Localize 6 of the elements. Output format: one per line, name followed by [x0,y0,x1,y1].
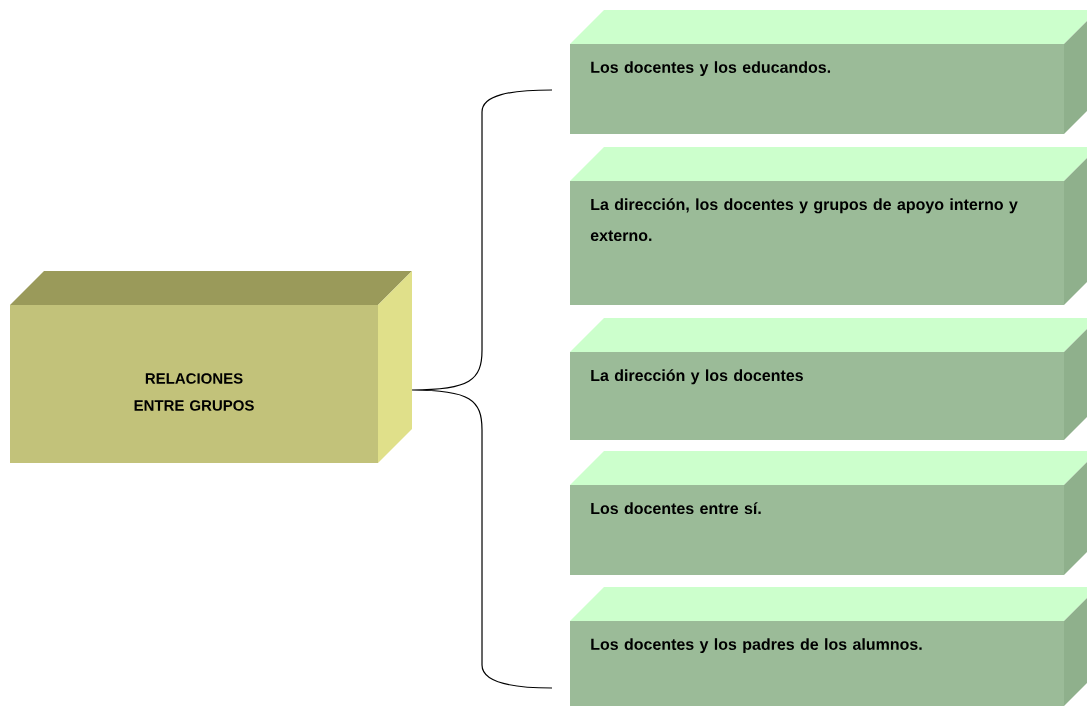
box-block: La dirección, los docentes y grupos de apoyo interno y externo. [570,147,1087,305]
box-block: Los docentes entre sí. [570,451,1087,575]
box-block: Los docentes y los padres de los alumnos. [570,587,1087,706]
box-block: La dirección y los docentes [570,318,1087,440]
box-block: RELACIONES ENTRE GRUPOS [10,271,412,463]
box-block: Los docentes y los educandos. [570,10,1087,134]
